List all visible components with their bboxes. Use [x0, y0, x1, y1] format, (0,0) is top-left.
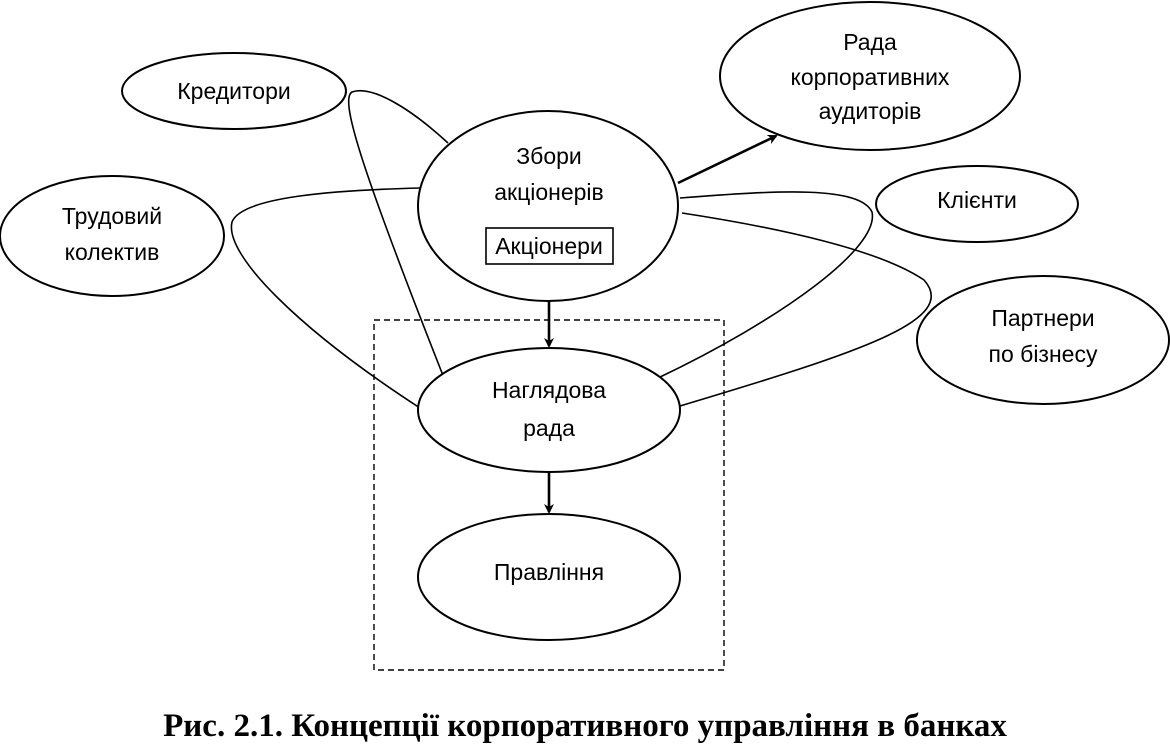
node-nahliadova-rada: Наглядова рада [417, 347, 681, 473]
label-rada-line3: аудиторів [819, 98, 922, 124]
label-klienty: Клієнти [937, 187, 1017, 213]
label-trudovyi-line2: колектив [65, 239, 160, 265]
link-partnery-loop [679, 212, 932, 407]
label-partnery-line2: по бізнесу [989, 341, 1098, 367]
node-klienty: Клієнти [875, 165, 1079, 243]
node-trudovyi-kolektyv: Трудовий колектив [0, 175, 225, 297]
label-partnery-line1: Партнери [991, 305, 1094, 331]
label-nahliadova-line2: рада [523, 415, 575, 441]
node-partnery: Партнери по бізнесу [916, 275, 1170, 405]
label-zbory-line2: акціонерів [494, 179, 604, 205]
label-aktsionery: Акціонери [495, 233, 603, 259]
link-trudovyi-loop [230, 187, 421, 409]
node-zbory-aktsioneriv: Збори акціонерів Акціонери [417, 110, 679, 302]
node-rada-audytoriv: Рада корпоративних аудиторів [719, 1, 1021, 151]
arrow-zbory-to-rada-audytoriv [677, 134, 778, 185]
figure-caption: Рис. 2.1. Концепції корпоративного управ… [163, 708, 1007, 744]
node-kredytory: Кредитори [121, 52, 347, 130]
label-kredytory: Кредитори [177, 78, 290, 104]
node-pravlinnia: Правління [417, 513, 681, 641]
inner-box-aktsionery [485, 227, 614, 265]
label-rada-line1: Рада [843, 29, 897, 55]
link-klienty-loop [657, 191, 874, 379]
label-rada-line2: корпоративних [791, 64, 950, 90]
label-nahliadova-line1: Наглядова [492, 377, 606, 403]
label-trudovyi-line1: Трудовий [62, 203, 162, 229]
link-kredytory-loop [347, 90, 449, 379]
label-zbory-line1: Збори [516, 143, 582, 169]
label-pravlinnia: Правління [494, 559, 604, 585]
